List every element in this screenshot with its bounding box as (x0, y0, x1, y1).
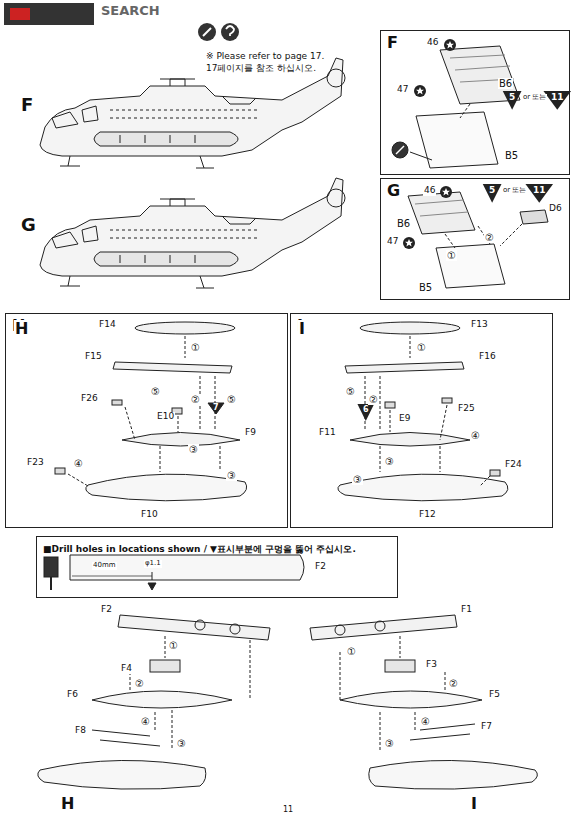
step-letter: G (385, 182, 402, 200)
part-label: F23 (26, 458, 45, 468)
part-label: ④ (73, 458, 84, 469)
part-label: F7 (480, 722, 493, 732)
part-label: ⑤ (150, 386, 161, 397)
part-label: F11 (318, 428, 337, 438)
step-letter: I (298, 320, 306, 338)
part-label: F1 (460, 605, 473, 615)
part-label: F3 (425, 660, 438, 670)
part-label: F15 (84, 352, 103, 362)
step-letter: F (385, 34, 400, 52)
part-label: ① (416, 342, 427, 353)
part-label: B5 (418, 282, 433, 293)
part-label: F6 (66, 690, 79, 700)
part-label: or 또는 (522, 94, 547, 102)
part-label: E9 (398, 414, 411, 424)
part-label: ③ (384, 738, 395, 749)
part-label: B6 (396, 218, 411, 229)
part-label: F9 (244, 428, 257, 438)
part-label: F10 (140, 510, 159, 520)
step-letter: H (60, 795, 75, 813)
part-label: ② (190, 394, 201, 405)
part-label: F16 (478, 352, 497, 362)
step-panel: G (380, 178, 570, 300)
part-label: 17페이지를 참조 하십시오. (205, 64, 317, 74)
part-label: ① (168, 640, 179, 651)
part-label: 46 (426, 38, 439, 48)
part-label: ③ (226, 470, 237, 481)
part-label: ※ Please refer to page 17. (205, 52, 325, 62)
part-label: ② (484, 232, 495, 243)
part-label: F12 (418, 510, 437, 520)
paint-triangle (357, 404, 374, 421)
part-label: F4 (120, 664, 133, 674)
part-label: ④ (420, 716, 431, 727)
step-letter: H (14, 320, 29, 338)
paint-callout: 11 (550, 93, 565, 103)
instruction-heading: ■Drill holes in locations shown / ▼표시부분에… (41, 544, 358, 554)
part-label: φ1.1 (144, 560, 162, 568)
paint-triangle (543, 91, 571, 110)
paint-callout: 7 (212, 404, 220, 413)
part-label: ⑤ (226, 394, 237, 405)
part-label: F8 (74, 726, 87, 736)
part-label: 11 (282, 806, 294, 815)
watermark: SEARCH (100, 4, 161, 18)
part-label: ② (368, 394, 379, 405)
paint-callout: 11 (532, 186, 547, 196)
part-label: ① (446, 250, 457, 261)
step-panel: F (380, 30, 570, 175)
part-label: ③ (188, 444, 199, 455)
part-label: E10 (156, 412, 175, 422)
paint-triangle (503, 91, 522, 110)
part-label: F26 (80, 394, 99, 404)
part-label: F25 (457, 404, 476, 414)
part-label: 47 (396, 85, 409, 95)
step-letter: G (20, 215, 37, 235)
part-label: B6 (498, 78, 513, 89)
part-label: ③ (384, 456, 395, 467)
instruction-box: ■Drill holes in locations shown / ▼표시부분에… (36, 536, 398, 598)
part-label: ③ (176, 738, 187, 749)
part-label: ① (346, 646, 357, 657)
step-letter: I (470, 795, 478, 813)
part-label: F14 (98, 320, 117, 330)
part-label: F24 (504, 460, 523, 470)
paint-callout: 6 (362, 406, 370, 415)
part-label: B5 (504, 150, 519, 161)
part-label: ② (448, 678, 459, 689)
part-label: ④ (470, 430, 481, 441)
part-label: F2 (314, 562, 327, 572)
part-label: ④ (140, 716, 151, 727)
step-letter: F (20, 95, 34, 115)
part-label: F2 (100, 605, 113, 615)
part-label: D6 (548, 204, 563, 214)
part-label: or 또는 (502, 187, 527, 195)
part-label: ① (190, 342, 201, 353)
part-label: ② (134, 678, 145, 689)
part-label: 47 (386, 237, 399, 247)
step-panel: H (5, 313, 288, 528)
paint-callout: 5 (508, 93, 516, 103)
part-label: F5 (488, 690, 501, 700)
part-label: F13 (470, 320, 489, 330)
part-label: ③ (352, 474, 363, 485)
part-label: ⑤ (345, 386, 356, 397)
paint-callout: 5 (488, 186, 496, 196)
paint-triangle (525, 184, 553, 203)
part-label: 40mm (92, 562, 117, 570)
paint-triangle (483, 184, 502, 203)
part-label: 46 (423, 186, 436, 196)
